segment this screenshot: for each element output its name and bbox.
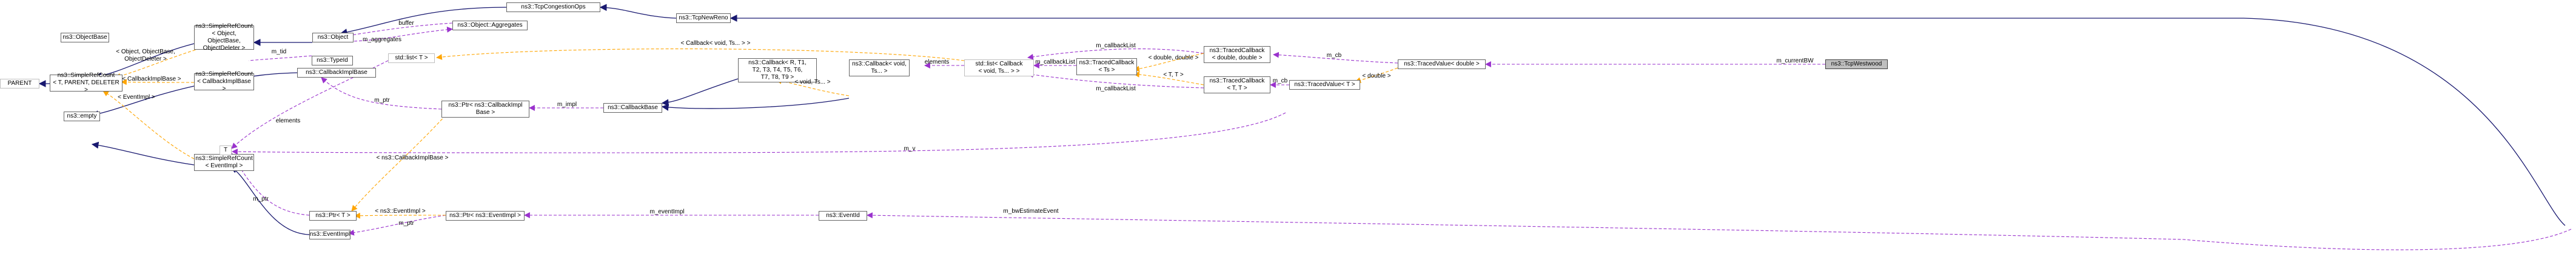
node-traced-value-t[interactable]: ns3::TracedValue< T > (1289, 80, 1360, 90)
edge-aggregates-buffer (342, 22, 453, 39)
edge-label-m-impl: m_impl (557, 101, 577, 108)
edge-label-m-bw-estimate-event: m_bwEstimateEvent (1003, 208, 1059, 215)
edge-label-callback-ts-list-arg: < Callback< void, Ts... > > (680, 40, 751, 47)
edge-tpl-stdlist-callback (436, 48, 965, 61)
node-callback-base[interactable]: ns3::CallbackBase (603, 103, 662, 113)
node-object-aggregates[interactable]: ns3::Object::Aggregates (452, 21, 528, 30)
edge-label-elements-callback: elements (924, 59, 950, 65)
node-type-id[interactable]: ns3::TypeId (312, 56, 353, 65)
edge-label-m-callback-list-bottom: m_callbackList (1096, 85, 1136, 92)
edge-label-m-callback-list-mid: m_callbackList (1035, 59, 1075, 65)
edge-label-m-event-impl: m_eventImpl (649, 209, 685, 215)
edge-object-aggregates (339, 26, 453, 42)
node-callback-void[interactable]: ns3::Callback< void, Ts... > (849, 59, 910, 76)
node-event-id[interactable]: ns3::EventId (819, 211, 867, 221)
edge-tpl-ptr-callback (351, 115, 446, 212)
node-tcp-westwood[interactable]: ns3::TcpWestwood (1825, 59, 1888, 69)
node-std-list-t: std::list< T > (388, 53, 435, 63)
node-std-list-callback: std::list< Callback < void, Ts... > > (964, 59, 1034, 76)
edge-tracedcallback-double-mcallbacklist (1027, 48, 1204, 60)
node-traced-callback-ts[interactable]: ns3::TracedCallback < Ts > (1076, 58, 1137, 75)
node-ptr-event-impl[interactable]: ns3::Ptr< ns3::EventImpl > (446, 211, 525, 221)
edge-label-m-aggregates: m_aggregates (363, 36, 401, 43)
edge-label-m-current-bw: m_currentBW (1776, 58, 1814, 64)
edge-tpl-ptr-event (354, 212, 446, 219)
edge-callback-void-to-callbackbase (661, 98, 850, 111)
node-object-base[interactable]: ns3::ObjectBase (61, 33, 109, 42)
node-simple-ref-count-object[interactable]: ns3::SimpleRefCount < Object, ObjectBase… (194, 23, 254, 52)
edge-label-m-ptr-t: m_ptr (253, 196, 269, 202)
node-object[interactable]: ns3::Object (312, 33, 354, 42)
edge-tracedcallback-t-mcallbacklist (1027, 72, 1204, 89)
node-traced-callback-double[interactable]: ns3::TracedCallback < double, double > (1204, 46, 1270, 63)
node-traced-callback-t[interactable]: ns3::TracedCallback < T, T > (1204, 76, 1270, 93)
edge-simplerefcount-callback-to-empty (91, 85, 195, 118)
edge-label-buffer: buffer (398, 20, 414, 27)
edge-tracedvalue-double-mcb (1273, 52, 1398, 64)
edge-tpl-tracedcallback-double (1133, 53, 1204, 72)
node-empty[interactable]: ns3::empty (64, 112, 100, 121)
edge-congestionops-to-object (340, 7, 507, 36)
edge-typeid-mtid (248, 55, 312, 61)
node-traced-value-double[interactable]: ns3::TracedValue< double > (1398, 59, 1486, 69)
edge-label-double-arg: < double > (1362, 73, 1391, 79)
edge-label-m-v: m_v (904, 145, 916, 152)
node-callback-impl-base[interactable]: ns3::CallbackImplBase (297, 68, 376, 78)
edge-label-m-cb-double: m_cb (1326, 52, 1342, 59)
edge-label-callback-impl-base-ptr-arg: < ns3::CallbackImplBase > (376, 155, 449, 161)
node-simple-ref-count-event[interactable]: ns3::SimpleRefCount < EventImpl > (194, 154, 254, 171)
edge-label-m-cb-t: m_cb (1272, 78, 1288, 84)
edge-label-m-callback-list-top: m_callbackList (1096, 42, 1136, 49)
node-ptr-t[interactable]: ns3::Ptr< T > (309, 211, 357, 221)
edge-tpl-simplerefcount-obj (115, 48, 201, 79)
edge-tpl-simplerefcount-event (102, 90, 195, 159)
node-ptr-callback-impl[interactable]: ns3::Ptr< ns3::CallbackImpl Base > (441, 101, 529, 118)
edge-label-event-impl-ptr-arg: < ns3::EventImpl > (375, 208, 426, 215)
edge-label-t-t-arg: < T, T > (1163, 72, 1184, 78)
edge-westwood-to-newreno (730, 15, 2566, 226)
edge-callback-generic-to-callbackbase (661, 78, 739, 107)
node-t: T (220, 145, 232, 155)
edge-label-callback-impl-base-arg: < CallbackImplBase > (122, 76, 181, 82)
edge-ptr-event-mptr (348, 215, 446, 236)
edge-newreno-to-congestionops (599, 4, 677, 19)
node-parent: PARENT (0, 79, 39, 89)
edge-label-m-ptr-callback: m_ptr (374, 97, 390, 104)
node-simple-ref-count-callback[interactable]: ns3::SimpleRefCount < CallbackImplBase > (194, 71, 254, 92)
node-tcp-newreno[interactable]: ns3::TcpNewReno (676, 13, 731, 23)
node-simple-ref-count-generic[interactable]: ns3::SimpleRefCount < T, PARENT, DELETER… (50, 72, 122, 93)
edge-label-object-template-args: < Object, ObjectBase, ObjectDeleter > (116, 48, 175, 62)
node-tcp-congestion-ops[interactable]: ns3::TcpCongestionOps (506, 2, 600, 12)
edge-label-void-ts-arg: < void, Ts... > (794, 79, 831, 85)
edge-tpl-callback-void (776, 78, 850, 96)
edge-label-double-double-arg: < double, double > (1148, 55, 1199, 61)
edge-tracedvalue-t-mv (232, 112, 1286, 155)
edge-tpl-tracedcallback-t (1133, 71, 1204, 85)
edge-westwood-mbwestimateevent (867, 212, 2572, 250)
node-event-impl[interactable]: ns3::EventImpl (309, 230, 351, 239)
edge-ptr-callback-mptr (321, 77, 442, 110)
edge-label-m-ptr-event: m_ptr (398, 220, 414, 227)
edge-label-event-impl-arg: < EventImpl > (118, 94, 155, 101)
edge-eventimpl-to-simplerefcount (229, 166, 310, 235)
edge-simplerefcount-event-to-empty (91, 141, 195, 165)
edge-label-elements-t: elements (275, 118, 301, 124)
node-callback-generic[interactable]: ns3::Callback< R, T1, T2, T3, T4, T5, T6… (738, 58, 817, 82)
edge-label-m-tid: m_tid (271, 48, 287, 55)
